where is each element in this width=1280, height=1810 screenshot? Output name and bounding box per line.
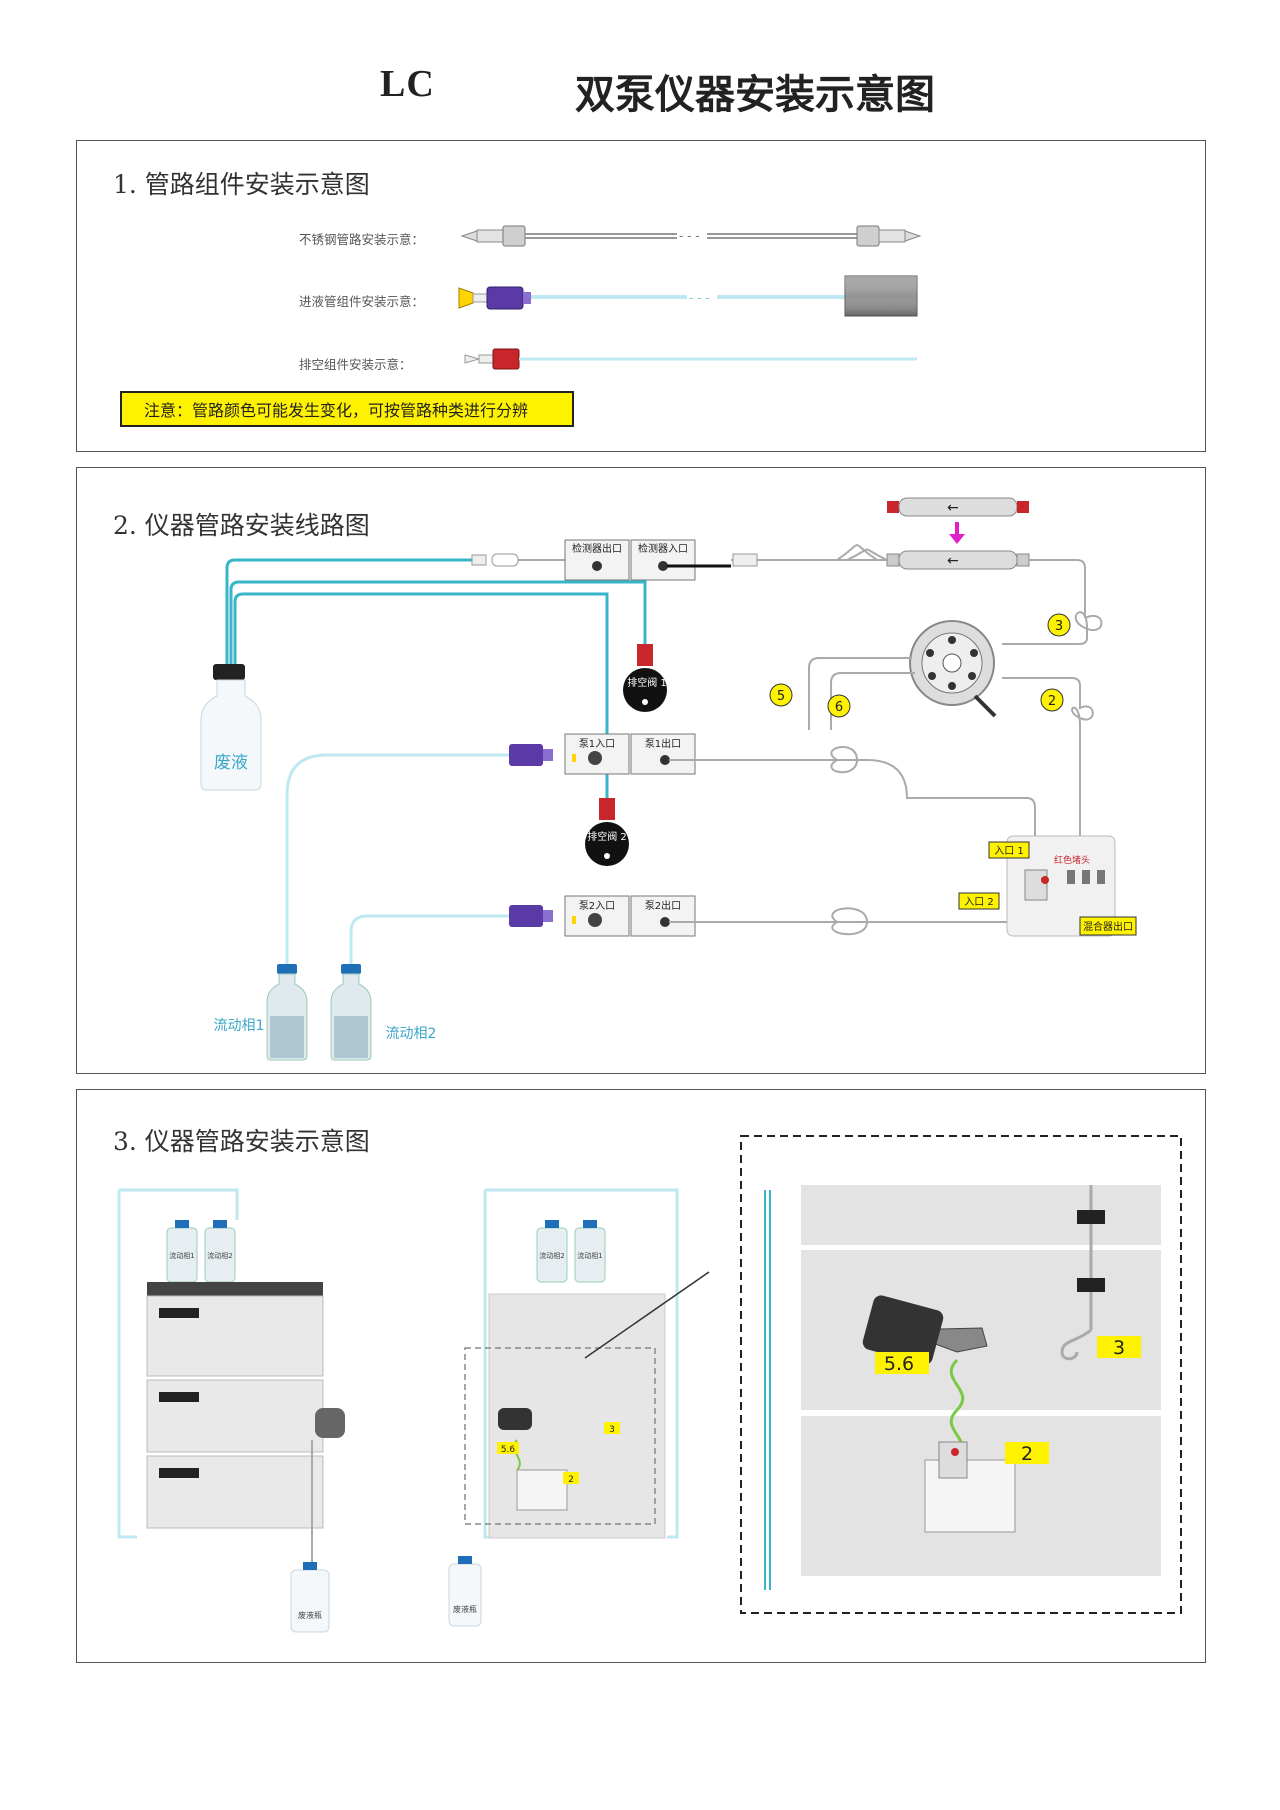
- detector-in-box: [630, 539, 696, 581]
- color-note: 注意：管路颜色可能发生变化，可按管路种类进行分辨: [120, 391, 574, 427]
- inlet1-tag: [988, 841, 1030, 859]
- detector-in-label: 检测器入口: [638, 542, 688, 555]
- section-tube-components: 1. 管路组件安装示意图 不锈钢管路安装示意： 进液管组件安装示意： 排空组件安…: [76, 140, 1206, 452]
- marker-5: [769, 683, 793, 707]
- tube-components-drawing: - - - - - -: [458, 225, 922, 370]
- svg-text:- - -: - - -: [679, 229, 700, 243]
- inlet-tube: - - -: [458, 275, 918, 317]
- pump2-in-box: [564, 895, 630, 937]
- stainless-tube-label: 不锈钢管路安装示意：: [299, 232, 425, 247]
- waste-bottle: [200, 664, 262, 791]
- mobile-phase-2-label: 流动相2: [386, 1026, 437, 1042]
- section-installation-diagram: 3. 仪器管路安装示意图 流动相1 流动相2 废液瓶: [76, 1089, 1206, 1663]
- left-bottle-1-label: 流动相1: [169, 1251, 194, 1260]
- waste-bottle-label: 废液: [214, 753, 248, 773]
- section2-title: 2. 仪器管路安装线路图: [113, 511, 370, 540]
- section1-title: 1. 管路组件安装示意图: [113, 170, 370, 199]
- marker-2-text: 2: [1048, 694, 1056, 709]
- svg-text:←: ←: [947, 500, 959, 516]
- pump2-inlet-fitting: [509, 905, 553, 927]
- mid-marker-2: 2: [568, 1475, 574, 1485]
- purge-valve-1: [623, 644, 667, 712]
- inlet2-label: 入口 2: [964, 897, 994, 908]
- mid-bottle-2-label: 流动相1: [577, 1251, 602, 1260]
- marker-5-text: 5: [777, 689, 785, 704]
- pump1-inlet-fitting: [509, 744, 553, 766]
- pump1-out-label: 泵1出口: [645, 737, 681, 750]
- svg-text:- - -: - - -: [689, 291, 710, 305]
- waste-lines: [225, 558, 647, 798]
- zoom-marker-3: 3: [1113, 1337, 1125, 1359]
- mobile-phase-bottle-2: [330, 964, 372, 1061]
- instrument-stack-middle: [448, 1188, 710, 1627]
- inlet1-label: 入口 1: [994, 846, 1024, 857]
- section3-title: 3. 仪器管路安装示意图: [113, 1127, 370, 1156]
- injection-valve: [909, 620, 997, 718]
- svg-text:←: ←: [947, 553, 959, 569]
- mobile-phase-bottle-1: [266, 964, 308, 1061]
- marker-2: [1040, 688, 1064, 712]
- pump2-in-label: 泵2入口: [579, 900, 615, 912]
- zoom-marker-56: 5.6: [884, 1353, 914, 1375]
- piping-route-drawing: 检测器出口 检测器入口 ← ←: [200, 497, 1137, 1061]
- purge-tube: [464, 348, 917, 370]
- page-title: 双泵仪器安装示意图: [575, 71, 935, 118]
- section-piping-route: 2. 仪器管路安装线路图 检测器出口 检测器入口: [76, 467, 1206, 1074]
- instrument-stack-left: [117, 1188, 345, 1633]
- inlet-tube-label: 进液管组件安装示意：: [299, 294, 425, 309]
- left-bottle-2-label: 流动相2: [207, 1251, 232, 1260]
- detector-out-label: 检测器出口: [572, 542, 622, 555]
- mid-waste-label: 废液瓶: [453, 1604, 477, 1614]
- zoom-detail: [740, 1135, 1182, 1614]
- column-to-valve: [1002, 559, 1103, 870]
- detector-out-box: [564, 539, 630, 581]
- inlet2-tag: [958, 892, 1000, 910]
- purge-valve-2-label: 排空阀 2: [587, 830, 627, 843]
- installation-drawing: 流动相1 流动相2 废液瓶 流动相2 流动相1 废液瓶 5.6 3: [117, 1135, 1182, 1633]
- column-installed: ←: [886, 550, 1030, 570]
- purge-valve-2: [585, 798, 629, 866]
- pump1-out-box: [630, 733, 696, 775]
- column-top: ←: [887, 497, 1029, 517]
- marker-6: [827, 694, 851, 718]
- mixer-out-label: 混合器出口: [1083, 920, 1133, 933]
- pump2-out-box: [630, 895, 696, 937]
- mobile-phase-1-label: 流动相1: [214, 1018, 265, 1034]
- detector-inline: [471, 553, 565, 567]
- mobile-phase-lines: [285, 753, 509, 968]
- marker-6-text: 6: [835, 700, 843, 715]
- column-line: [667, 544, 897, 568]
- mixer: [1006, 835, 1116, 937]
- header-lc: LC: [380, 63, 435, 105]
- mid-marker-3: 3: [609, 1425, 615, 1435]
- left-waste-label: 废液瓶: [298, 1610, 322, 1620]
- mixer-out-tag: [1079, 916, 1137, 936]
- red-head-label: 红色堵头: [1054, 854, 1090, 866]
- purge-valve-1-label: 排空阀 1: [627, 676, 667, 689]
- marker-3-text: 3: [1055, 619, 1063, 634]
- magenta-arrow-icon: [949, 522, 965, 544]
- marker-3: [1047, 613, 1071, 637]
- purge-tube-label: 排空组件安装示意：: [299, 357, 412, 372]
- pump2-out-label: 泵2出口: [645, 899, 681, 912]
- mid-bottle-1-label: 流动相2: [539, 1251, 564, 1260]
- pump1-in-label: 泵1入口: [579, 738, 615, 750]
- mid-marker-56: 5.6: [501, 1445, 516, 1455]
- pump1-in-box: [564, 733, 630, 775]
- pump-outlet-lines: [669, 746, 1036, 936]
- loop-lines: [808, 657, 915, 730]
- stainless-tube: - - -: [460, 225, 922, 247]
- zoom-marker-2: 2: [1021, 1443, 1033, 1465]
